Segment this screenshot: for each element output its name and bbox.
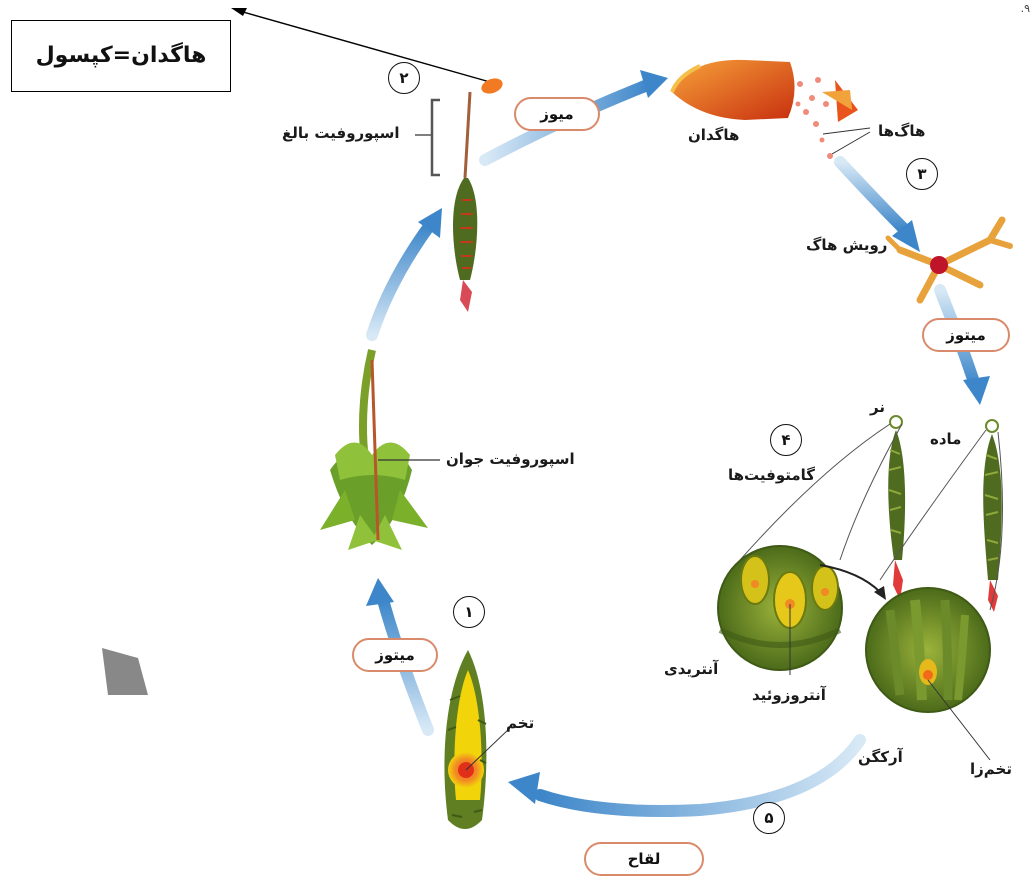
stage-3-badge: ۳ bbox=[906, 158, 938, 190]
arrow-fertilization-head bbox=[508, 772, 540, 804]
antherozoid-label: آنتروزوئید bbox=[752, 686, 826, 704]
arrow-to-germination bbox=[840, 162, 905, 230]
spores-pointer-a bbox=[823, 128, 870, 134]
pointer-arrowhead bbox=[231, 8, 247, 16]
stage-4-badge: ۴ bbox=[770, 424, 802, 456]
gametophytes-label: گامتوفیت‌ها bbox=[728, 466, 815, 484]
mature-sporophyte bbox=[415, 76, 505, 312]
germinating-spore bbox=[930, 256, 948, 274]
spores-label: هاگ‌ها bbox=[878, 122, 925, 140]
stage-1-badge: ۱ bbox=[453, 596, 485, 628]
sporangium-capsule bbox=[672, 60, 858, 122]
mitosis-label-top: میتوز bbox=[922, 318, 1010, 352]
arrow-fertilization bbox=[540, 740, 860, 811]
male-gametophyte bbox=[888, 416, 905, 600]
spores bbox=[796, 77, 834, 159]
arrow-to-mature bbox=[372, 225, 430, 335]
young-sporophyte bbox=[320, 350, 428, 550]
fertilization-label: لقاح bbox=[584, 842, 704, 876]
zygote-in-archegonium bbox=[444, 650, 486, 829]
sporangium-label: هاگدان bbox=[688, 126, 739, 144]
gray-shape bbox=[102, 648, 148, 695]
arrow-mitosis-left-head bbox=[366, 578, 394, 606]
young-sporophyte-label: اسپوروفیت جوان bbox=[446, 450, 575, 468]
corner-mark: .۹ bbox=[1021, 2, 1030, 15]
male-label: نر bbox=[870, 398, 885, 416]
antheridium-zoom bbox=[718, 546, 842, 670]
egg-cell-label: تخم‌زا bbox=[970, 760, 1012, 778]
antheridium-label: آنتریدی bbox=[664, 660, 718, 678]
spore-germination-label: رویش هاگ bbox=[806, 236, 887, 254]
mitosis-label-left: میتوز bbox=[352, 638, 438, 672]
female-label: ماده bbox=[930, 430, 961, 448]
zygote-label: تخم bbox=[506, 714, 534, 732]
archegonium-label: آرکگن bbox=[858, 748, 903, 766]
mature-sporophyte-label: اسپوروفیت بالغ bbox=[282, 124, 400, 142]
female-gametophyte bbox=[983, 420, 1002, 612]
title-box: هاگدان=کپسول bbox=[11, 20, 231, 92]
spores-pointer-b bbox=[832, 132, 870, 154]
arrow-meiosis-head bbox=[640, 70, 668, 98]
archegonium-zoom bbox=[866, 588, 990, 712]
meiosis-label: میوز bbox=[514, 97, 600, 131]
arrow-mitosis-right-head bbox=[963, 376, 990, 405]
stage-5-badge: ۵ bbox=[753, 802, 785, 834]
pointer-line bbox=[236, 10, 490, 82]
stage-2-badge: ۲ bbox=[388, 62, 420, 94]
